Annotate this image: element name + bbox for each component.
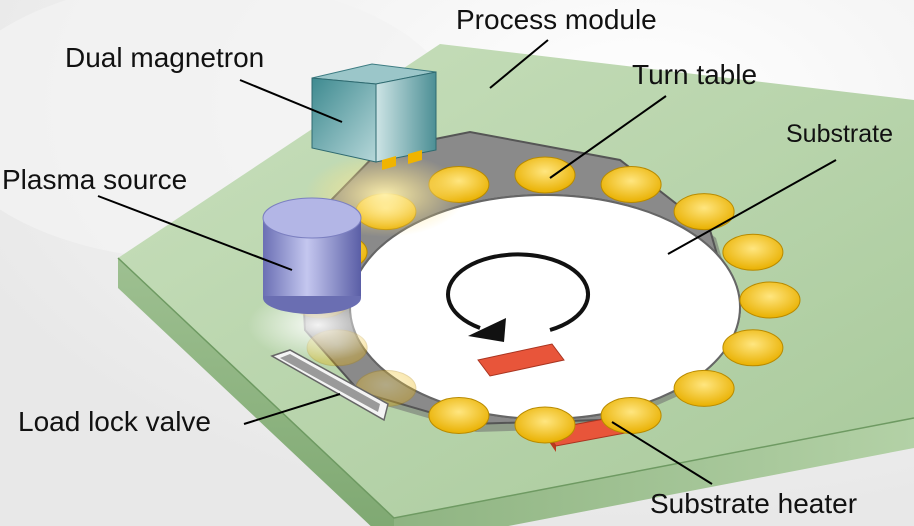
label-substrate-heater: Substrate heater <box>650 488 858 519</box>
substrate-wafer <box>514 156 576 194</box>
label-plasma-source: Plasma source <box>2 164 188 195</box>
leader-load-lock-valve <box>243 393 341 425</box>
leader-substrate-heater <box>611 421 713 485</box>
leader-dual-magnetron <box>239 79 343 123</box>
substrate-wafer <box>600 166 662 203</box>
module-front-face <box>118 258 394 526</box>
label-dual-magnetron: Dual magnetron <box>65 42 265 73</box>
label-turn-table: Turn table <box>632 59 758 90</box>
leader-turn-table <box>549 95 667 179</box>
substrate-wafer <box>722 329 784 367</box>
substrate-wafer <box>739 281 801 319</box>
label-load-lock-valve: Load lock valve <box>18 406 212 437</box>
module-right-face <box>394 418 914 526</box>
substrate-wafer <box>514 406 576 444</box>
substrate-wafer <box>428 397 490 434</box>
dual-magnetron <box>311 63 437 170</box>
leader-plasma-source <box>97 195 293 271</box>
substrates <box>289 156 801 444</box>
rotation-arrow-icon <box>446 252 591 342</box>
plasma-source <box>248 197 388 361</box>
label-process-module: Process module <box>456 4 657 35</box>
leader-substrate <box>667 159 837 255</box>
substrate-wafer <box>673 369 735 407</box>
label-substrate: Substrate <box>786 120 894 148</box>
substrate-wafer <box>673 193 735 231</box>
substrate-wafer <box>600 397 662 434</box>
leader-lines <box>97 39 837 485</box>
substrate-wafer <box>722 233 784 271</box>
leader-process-module <box>489 39 549 89</box>
load-lock-valve <box>270 349 389 422</box>
